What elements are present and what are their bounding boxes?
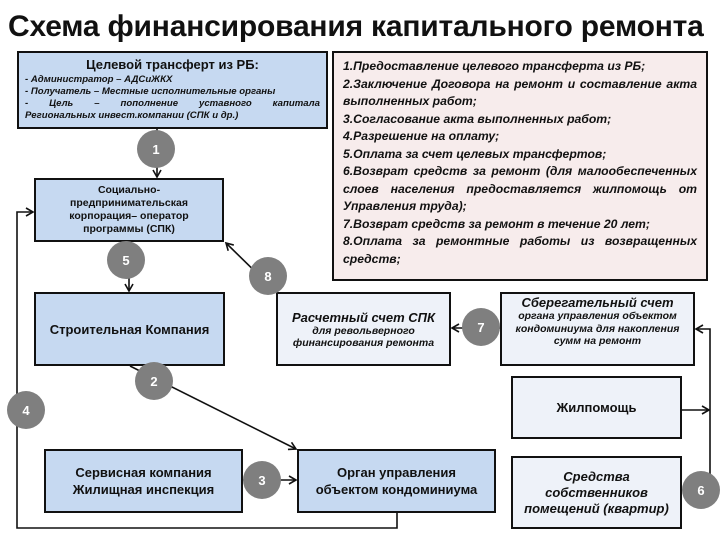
transfer-box: Целевой трансферт из РБ: - Администратор… <box>17 51 328 129</box>
step-item: 2.Заключение Договора на ремонт и состав… <box>343 76 697 109</box>
savings-account-title: Сберегательный счет <box>521 295 674 310</box>
condo-body-node: Орган управления объектом кондоминиума <box>297 449 496 513</box>
savings-account-node: Сберегательный счет органа управления об… <box>500 292 695 366</box>
step-item: 6.Возврат средств за ремонт (для малообе… <box>343 164 697 213</box>
service-line-1: Сервисная компания <box>75 465 212 480</box>
settlement-account-subtitle: для револьверного финансирования ремонта <box>292 324 435 349</box>
step-item: 7.Возврат средств за ремонт в течение 20… <box>343 216 650 231</box>
transfer-line-goal: - Цель – пополнение уставного капитала <box>25 98 320 109</box>
step-item: 1.Предоставление целевого трансферта из … <box>343 59 646 73</box>
transfer-line-recipient: - Получатель – Местные исполнительные ор… <box>25 86 276 97</box>
step-marker-1: 1 <box>137 130 175 168</box>
settlement-account-title: Расчетный счет СПК <box>292 309 435 325</box>
step-marker-6: 6 <box>682 471 720 509</box>
step-marker-7: 7 <box>462 308 500 346</box>
step-item: 3.Согласование акта выполненных работ; <box>343 111 612 126</box>
step-item: 4.Разрешение на оплату; <box>343 129 500 143</box>
spk-node: Социально-предпринимательская корпорация… <box>34 178 224 242</box>
condo-body-line-2: объектом кондоминиума <box>315 482 478 497</box>
transfer-line-goal-cont: Региональных инвест.компании (СПК и др.) <box>25 110 239 121</box>
arrow-6 <box>694 324 711 490</box>
step-item: 8.Оплата за ремонтные работы из возвраще… <box>343 234 697 266</box>
service-line-2: Жилищная инспекция <box>72 482 215 497</box>
step-item: 5.Оплата за счет целевых трансфертов; <box>343 146 607 161</box>
steps-box: 1.Предоставление целевого трансферта из … <box>332 51 708 281</box>
owners-funds-node: Средства собственников помещений (кварти… <box>511 456 682 529</box>
step-marker-3: 3 <box>243 461 281 499</box>
settlement-account-node: Расчетный счет СПК для револьверного фин… <box>276 292 451 366</box>
service-company-node: Сервисная компания Жилищная инспекция <box>44 449 243 513</box>
step-marker-2: 2 <box>135 362 173 400</box>
transfer-heading: Целевой трансферт из РБ: <box>86 57 259 72</box>
savings-account-subtitle: органа управления объектом кондоминиума … <box>515 310 680 347</box>
construction-company-node: Строительная Компания <box>34 292 225 366</box>
step-marker-4: 4 <box>7 391 45 429</box>
housing-aid-node: Жилпомощь <box>511 376 682 439</box>
condo-body-line-1: Орган управления <box>337 465 456 480</box>
transfer-line-admin: - Администратор – АДСиЖКХ <box>25 74 173 85</box>
page-title: Схема финансирования капитального ремонт… <box>8 10 704 43</box>
step-marker-8: 8 <box>249 257 287 295</box>
step-marker-5: 5 <box>107 241 145 279</box>
